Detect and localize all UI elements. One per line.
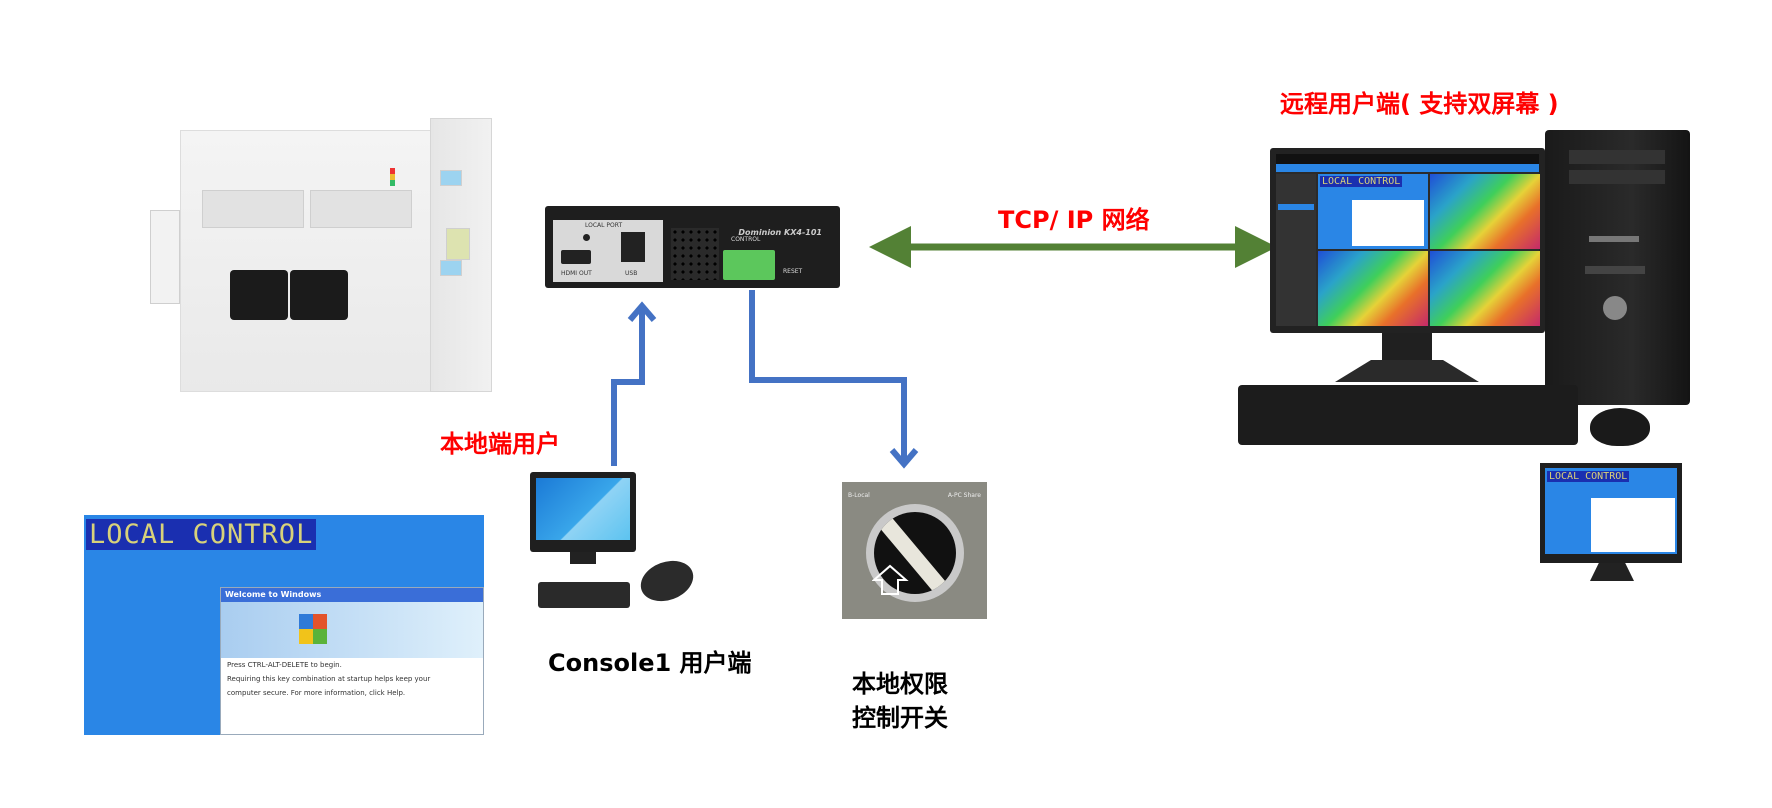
reset-label: RESET <box>783 268 803 275</box>
power-button-icon <box>1603 296 1627 320</box>
switch-b-local-label: B-Local <box>848 492 870 499</box>
monitor-stand <box>570 552 596 564</box>
vent-grille <box>671 228 719 280</box>
control-terminal-icon <box>723 250 775 280</box>
console-monitor-icon <box>530 472 636 552</box>
kvm-device: LOCAL PORT HDMI OUT USB CONTROL RESET Do… <box>545 206 840 288</box>
remote-monitor-stand <box>1382 333 1432 363</box>
console1-label: Console1 用户端 <box>548 649 752 677</box>
remote-keyboard <box>1238 385 1578 445</box>
local-control-screen: LOCAL CONTROL Welcome to Windows Press C… <box>84 515 484 735</box>
tcp-ip-network-label: TCP/ IP 网络 <box>998 206 1150 234</box>
arrow-up-icon <box>872 564 909 595</box>
second-monitor-banner: LOCAL CONTROL <box>1547 471 1630 482</box>
device-brand-label: Dominion KX4-101 <box>738 228 822 237</box>
remote-local-control-banner: LOCAL CONTROL <box>1320 176 1403 187</box>
switch-arrow-head <box>889 448 919 469</box>
hdmi-out-label: HDMI OUT <box>561 270 592 277</box>
local-permission-switch: B-Local A-PC Share <box>842 482 987 619</box>
windows-logo-icon <box>299 614 327 644</box>
hdmi-port-icon <box>561 250 591 264</box>
pc-tower <box>1545 130 1690 405</box>
console-to-kvm-arrow <box>611 308 645 466</box>
kvm-to-switch-line <box>749 290 907 462</box>
equipment-image <box>150 110 492 400</box>
local-user-label: 本地端用户 <box>440 430 560 458</box>
remote-mouse <box>1590 408 1650 446</box>
usb-port-icon <box>621 232 645 262</box>
dialog-line2: Requiring this key combination at startu… <box>227 675 431 683</box>
dialog-title: Welcome to Windows <box>221 588 483 602</box>
remote-monitor: LOCAL CONTROL <box>1270 148 1545 333</box>
keyboard-icon <box>538 582 630 608</box>
remote-client-label: 远程用户端( 支持双屏幕 ) <box>1280 90 1559 118</box>
switch-label-line2: 控制开关 <box>852 704 948 732</box>
console-arrow-head <box>627 301 657 322</box>
windows-welcome-dialog: Welcome to Windows Press CTRL-ALT-DELETE… <box>220 587 484 735</box>
control-label: CONTROL <box>731 236 761 243</box>
second-monitor: LOCAL CONTROL <box>1540 463 1682 563</box>
local-control-banner: LOCAL CONTROL <box>86 519 317 550</box>
dialog-line1: Press CTRL-ALT-DELETE to begin. <box>227 661 342 669</box>
dialog-line3: computer secure. For more information, c… <box>227 689 406 697</box>
local-port-label: LOCAL PORT <box>585 222 623 229</box>
usb-label: USB <box>625 270 638 277</box>
switch-label-line1: 本地权限 <box>852 670 948 698</box>
switch-a-pc-share-label: A-PC Share <box>947 492 981 499</box>
